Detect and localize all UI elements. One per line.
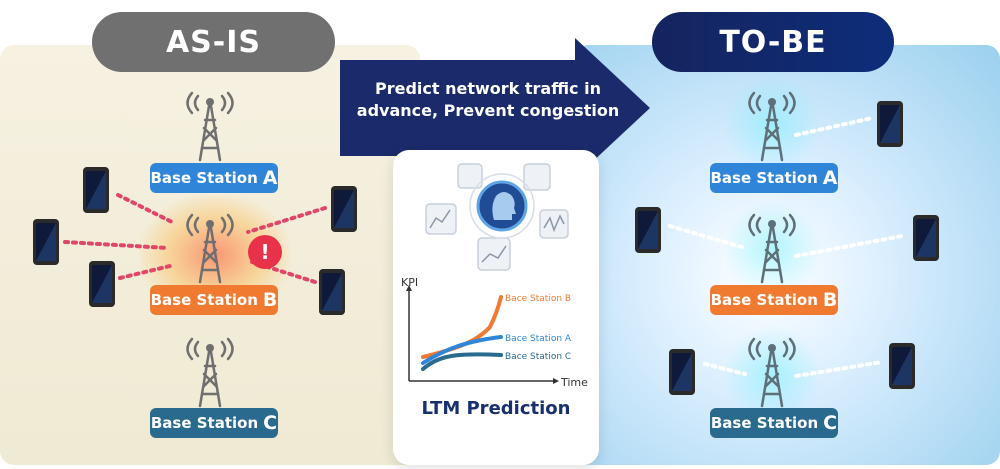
- as-is-station-c-name: Base Station: [150, 414, 259, 432]
- to-be-glow-b: [722, 200, 822, 300]
- kpi-y-label: KPI: [401, 276, 418, 289]
- ai-prediction-icon: [425, 163, 569, 271]
- to-be-station-c-name: Base Station: [710, 414, 819, 432]
- cell-tower-icon-as-is-b: [186, 213, 234, 284]
- smartphone-icon-as-is-4: [331, 186, 357, 232]
- arrow-shape: [340, 38, 650, 178]
- legend-series-a: Bace Station A: [505, 334, 572, 344]
- smartphone-icon-to-be-4: [669, 349, 695, 395]
- alert-icon: !: [248, 235, 282, 269]
- smartphone-icon-as-is-2: [33, 219, 59, 265]
- to-be-station-b-name: Base Station: [710, 291, 818, 309]
- arrow-caption: Predict network traffic in advance, Prev…: [350, 78, 626, 122]
- smartphone-icon-to-be-3: [913, 215, 939, 261]
- arrow-caption-line2: advance, Prevent congestion: [356, 101, 620, 120]
- smartphone-icon-to-be-2: [635, 207, 661, 253]
- cell-tower-icon-as-is-c: [186, 337, 234, 408]
- to-be-station-a-letter: A: [822, 167, 838, 189]
- as-is-station-b-letter: B: [262, 289, 278, 311]
- series-line-a: [421, 335, 503, 365]
- kpi-chart: KPI Time Bace Station B Bace Station A B…: [401, 276, 588, 389]
- cell-tower-icon-as-is-a: [186, 91, 234, 162]
- cell-tower-icon-to-be-b: [748, 213, 796, 284]
- smartphone-icon-as-is-5: [319, 269, 345, 315]
- kpi-x-label: Time: [560, 376, 588, 389]
- legend-series-b: Bace Station B: [505, 294, 571, 304]
- ltm-title: LTM Prediction: [421, 398, 571, 419]
- as-is-station-b-name: Base Station: [150, 291, 258, 309]
- to-be-title: TO-BE: [652, 12, 894, 72]
- smartphone-icon-to-be-5: [889, 343, 915, 389]
- to-be-station-a-name: Base Station: [710, 169, 818, 187]
- to-be-station-c-letter: C: [823, 412, 838, 434]
- series-line-c: [421, 352, 503, 371]
- smartphone-icon-to-be-1: [877, 101, 903, 147]
- smartphone-icon-as-is-3: [89, 261, 115, 307]
- to-be-glow-a: [722, 75, 822, 175]
- as-is-station-a-name: Base Station: [150, 169, 258, 187]
- legend-series-c: Bace Station C: [505, 352, 571, 362]
- as-is-station-a-letter: A: [262, 167, 278, 189]
- to-be-station-b-letter: B: [822, 289, 838, 311]
- cell-tower-icon-to-be-a: [748, 91, 796, 162]
- as-is-title: AS-IS: [92, 12, 335, 72]
- as-is-station-c-letter: C: [263, 412, 278, 434]
- arrow-caption-line1: Predict network traffic in: [375, 79, 601, 98]
- cell-tower-icon-to-be-c: [748, 337, 796, 408]
- smartphone-icon-as-is-1: [83, 167, 109, 213]
- series-line-b: [421, 295, 503, 359]
